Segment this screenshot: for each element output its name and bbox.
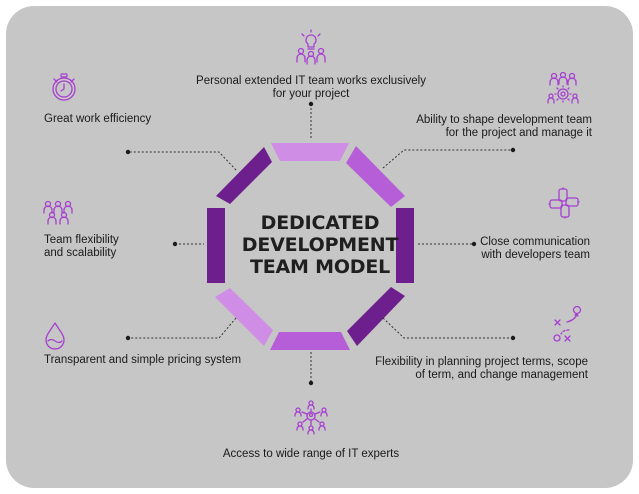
feature-pricing: Transparent and simple pricing system bbox=[44, 354, 264, 367]
connector-bottom-right bbox=[382, 317, 513, 339]
panel-background bbox=[6, 6, 633, 488]
feature-flexibility-planning-line-2: of term, and change management bbox=[415, 369, 588, 381]
octagon-segment-left bbox=[207, 208, 225, 283]
octagon-segment-bottom-left bbox=[215, 288, 273, 346]
octagon-segment-top-left bbox=[216, 147, 272, 204]
feature-personal-team-line-1: Personal extended IT team works exclusiv… bbox=[196, 75, 426, 87]
connectors bbox=[128, 104, 513, 383]
feature-pricing-line-1: Transparent and simple pricing system bbox=[44, 354, 242, 366]
team-group-icon bbox=[43, 200, 73, 225]
connector-dot-left bbox=[172, 241, 178, 247]
feature-shape-team-line-2: for the project and manage it bbox=[445, 127, 592, 139]
octagon-segment-top bbox=[271, 143, 349, 161]
feature-communication-line-2: with developers team bbox=[481, 249, 590, 261]
center-title-line-3: TEAM MODEL bbox=[249, 256, 391, 278]
feature-team-flexibility: Team flexibility and scalability bbox=[44, 234, 184, 260]
feature-personal-team: Personal extended IT team works exclusiv… bbox=[181, 75, 441, 101]
octagon-segment-right bbox=[396, 208, 414, 283]
stopwatch-icon bbox=[52, 73, 76, 101]
center-title-line-2: DEVELOPMENT bbox=[241, 234, 399, 256]
expert-network-icon bbox=[294, 400, 328, 435]
feature-shape-team: Ability to shape development team for th… bbox=[382, 114, 592, 140]
octagon-ring bbox=[207, 143, 414, 350]
connector-dots bbox=[125, 101, 516, 386]
connector-top-left bbox=[128, 151, 237, 171]
feature-it-experts-line-1: Access to wide range of IT experts bbox=[222, 448, 400, 460]
connector-dot-top-right bbox=[510, 147, 516, 153]
feature-communication-line-1: Close communication bbox=[480, 236, 590, 248]
center-title-line-1: DEDICATED bbox=[260, 212, 380, 234]
connector-dot-top-left bbox=[125, 149, 131, 155]
connector-dot-bottom-right bbox=[510, 335, 516, 341]
octagon-segment-top-right bbox=[346, 146, 405, 207]
water-drop-icon bbox=[45, 322, 65, 350]
hands-circle-icon bbox=[548, 187, 580, 219]
team-gear-icon bbox=[547, 71, 579, 104]
feature-communication: Close communication with developers team bbox=[450, 236, 590, 262]
octagon-segment-bottom bbox=[270, 332, 350, 350]
team-lightbulb-icon bbox=[296, 29, 326, 65]
feature-efficiency: Great work efficiency bbox=[44, 113, 204, 126]
center-title: DEDICATED DEVELOPMENT TEAM MODEL bbox=[230, 212, 410, 278]
octagon-segment-bottom-right bbox=[347, 287, 405, 346]
feature-flexibility-planning: Flexibility in planning project terms, s… bbox=[352, 356, 588, 382]
feature-team-flexibility-line-2: and scalability bbox=[44, 247, 117, 259]
connector-bottom-left bbox=[128, 317, 237, 339]
connector-dot-bottom-left bbox=[125, 335, 131, 341]
feature-personal-team-line-2: for your project bbox=[272, 88, 350, 100]
feature-efficiency-line-1: Great work efficiency bbox=[44, 113, 152, 125]
feature-team-flexibility-line-1: Team flexibility bbox=[44, 234, 119, 246]
connector-top-right bbox=[382, 149, 513, 169]
feature-it-experts: Access to wide range of IT experts bbox=[191, 448, 431, 461]
feature-shape-team-line-1: Ability to shape development team bbox=[416, 114, 592, 126]
connector-dot-top bbox=[308, 101, 314, 107]
strategy-plan-icon bbox=[553, 305, 582, 342]
feature-flexibility-planning-line-1: Flexibility in planning project terms, s… bbox=[375, 356, 588, 368]
connector-dot-bottom bbox=[308, 380, 314, 386]
connector-dot-right bbox=[471, 241, 477, 247]
